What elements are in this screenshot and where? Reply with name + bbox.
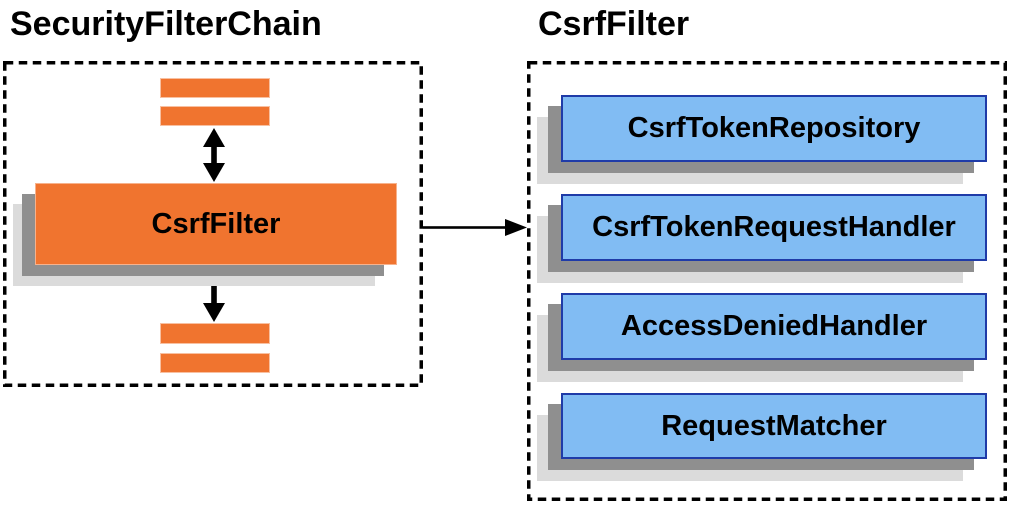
updown-arrow-bottom	[203, 267, 225, 322]
component-box-label: AccessDeniedHandler	[620, 310, 928, 342]
csrf-filter-title: CsrfFilter	[538, 5, 690, 43]
component-box-label: RequestMatcher	[661, 409, 887, 442]
component-box-label: CsrfTokenRequestHandler	[592, 211, 956, 243]
csrf-filter-box: CsrfFilter	[35, 183, 397, 265]
request-bar-top-1	[160, 78, 270, 98]
component-box-csrf-token-request-handler: CsrfTokenRequestHandler	[561, 194, 987, 261]
component-box-csrf-token-repository: CsrfTokenRepository	[561, 95, 987, 162]
flow-arrow	[423, 219, 527, 236]
request-bar-bottom-2	[160, 353, 270, 373]
component-box-access-denied-handler: AccessDeniedHandler	[561, 293, 987, 360]
csrf-filter-container: CsrfTokenRepository CsrfTokenRequestHand…	[527, 61, 1007, 501]
request-bar-top-2	[160, 106, 270, 126]
csrf-filter-dashed-border	[527, 61, 1007, 501]
csrf-filter-box-label: CsrfFilter	[151, 207, 281, 240]
updown-arrow-top	[203, 128, 225, 182]
security-filter-chain-dashed-border	[3, 61, 423, 387]
security-filter-chain-title: SecurityFilterChain	[10, 5, 322, 43]
security-filter-chain-container: CsrfFilter	[3, 61, 423, 387]
component-box-request-matcher: RequestMatcher	[561, 393, 987, 459]
component-box-label: CsrfTokenRepository	[627, 112, 921, 144]
request-bar-bottom-1	[160, 323, 270, 344]
